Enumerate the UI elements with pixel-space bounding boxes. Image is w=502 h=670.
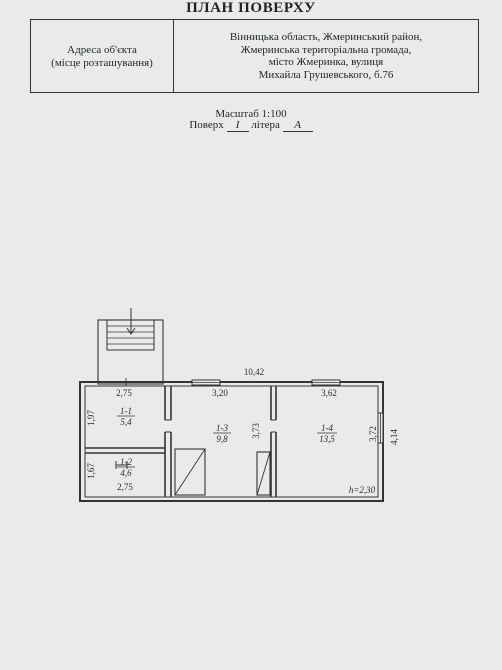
building-depth-dim: 4,14: [389, 429, 399, 445]
room-1-2-height-dim: 1,67: [86, 463, 96, 479]
address-value-cell: Вінницька область, Жмеринський район, Жм…: [174, 20, 478, 92]
room-1-1-height-dim: 1,97: [86, 410, 96, 426]
room-1-2-area: 4,6: [120, 468, 132, 478]
room-1-1-id: 1-1: [120, 406, 132, 416]
room-1-3-area: 9,8: [216, 434, 228, 444]
address-line: Жмеринська територіальна громада,: [240, 43, 412, 56]
floor-prefix: Поверх: [189, 119, 224, 131]
address-line: місто Жмеринка, вулиця: [268, 56, 384, 68]
address-line: Вінницька область, Жмеринський район,: [229, 31, 423, 43]
floor-info: Поверх I літера А: [0, 119, 502, 132]
room-1-3-id: 1-3: [216, 423, 228, 433]
room-1-4-id: 1-4: [321, 423, 333, 433]
letter-prefix: літера: [251, 119, 280, 131]
address-line: Михайла Грушевського, б.76: [258, 68, 394, 81]
room-1-2-id: 1-2: [120, 457, 132, 467]
address-label: Адреса об'єкта: [67, 44, 137, 56]
letter-value: А: [282, 120, 313, 132]
room-1-1-width-dim: 2,75: [116, 388, 132, 398]
room-1-4-height-dim: 3,72: [368, 426, 378, 442]
floor-value: I: [226, 120, 249, 132]
address-label-note: (місце розташування): [51, 57, 153, 69]
room-1-2-width-dim: 2,75: [117, 482, 133, 492]
ceiling-height-label: h=2,30: [349, 485, 376, 495]
stove: [174, 448, 206, 496]
address-table: Адреса об'єкта (місце розташування) Вінн…: [30, 19, 479, 93]
boiler: [256, 451, 271, 496]
room-1-3-height-dim: 3,73: [251, 423, 261, 439]
overall-width-dim: 10,42: [244, 367, 264, 377]
room-1-3-width-dim: 3,20: [212, 388, 228, 398]
room-1-4-width-dim: 3,62: [321, 388, 337, 398]
room-1-1-area: 5,4: [120, 417, 132, 427]
room-1-4-area: 13,5: [319, 434, 335, 444]
scale-label: Масштаб 1:100: [215, 108, 287, 120]
document-title: ПЛАН ПОВЕРХУ: [186, 0, 316, 16]
address-label-cell: Адреса об'єкта (місце розташування): [31, 20, 174, 92]
